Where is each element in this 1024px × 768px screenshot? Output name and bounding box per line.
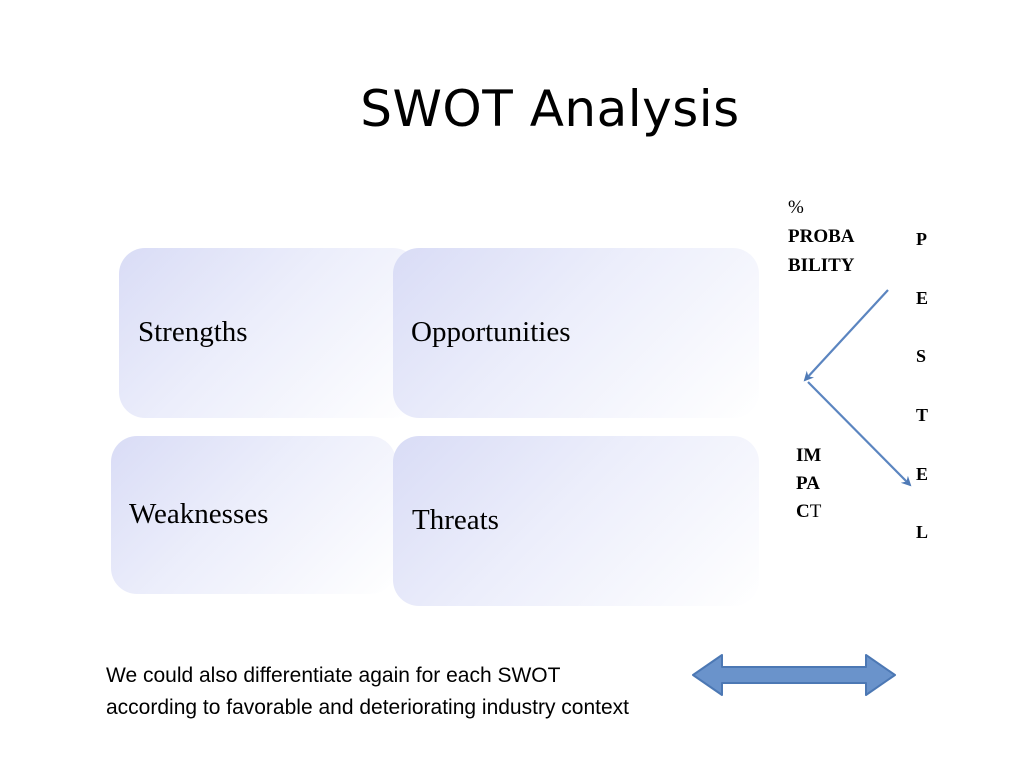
pestel-letter-p: P — [916, 229, 927, 249]
pestel-letter-e2: E — [916, 464, 929, 484]
footer-note: We could also differentiate again for ea… — [106, 664, 629, 719]
impact-line-3-bold: C — [796, 501, 810, 522]
pestel-letter-l: L — [916, 522, 929, 542]
probability-line-2: PROBA — [788, 226, 855, 247]
probability-label: % PROBA BILITY — [788, 193, 855, 280]
strengths-box: Strengths — [119, 248, 419, 418]
weaknesses-box: Weaknesses — [111, 436, 396, 594]
threats-box: Threats — [393, 436, 759, 606]
impact-label: IM PA CT — [796, 442, 821, 526]
probability-arrow — [803, 289, 889, 382]
double-arrow-icon — [692, 654, 896, 696]
slide-title: SWOT Analysis — [360, 80, 740, 138]
opportunities-label: Opportunities — [411, 316, 571, 348]
impact-arrow — [807, 381, 912, 487]
pestel-letter-s: S — [916, 346, 927, 366]
impact-line-2: PA — [796, 473, 820, 494]
threats-label: Threats — [412, 504, 499, 536]
impact-line-3-rest: T — [809, 501, 822, 522]
opportunities-box: Opportunities — [393, 248, 759, 418]
probability-line-3: BILITY — [788, 255, 855, 276]
pestel-letter-e: E — [916, 288, 929, 308]
impact-line-1: IM — [796, 445, 822, 466]
weaknesses-label: Weaknesses — [129, 498, 269, 530]
probability-percent: % — [788, 197, 804, 218]
strengths-label: Strengths — [138, 316, 248, 348]
pestel-letter-t: T — [916, 405, 929, 425]
